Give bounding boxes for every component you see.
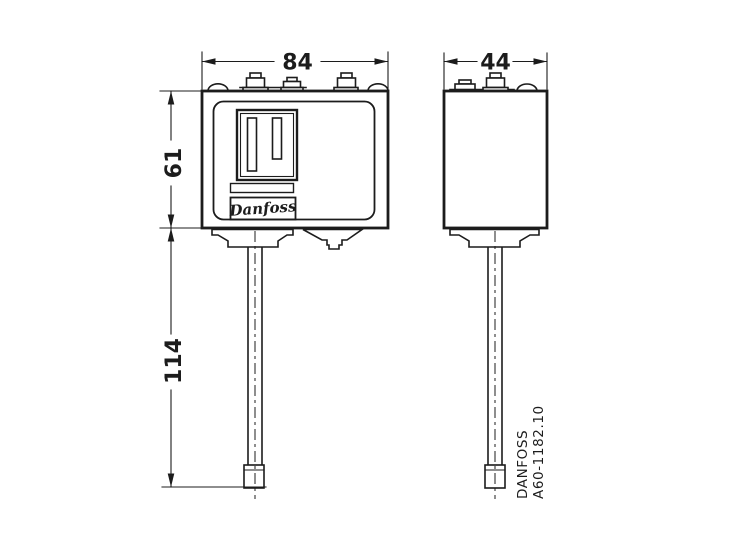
arrowhead-down-icon xyxy=(167,473,175,487)
brand-caption: DANFOSS xyxy=(515,430,531,499)
dimension-width: 84 xyxy=(201,51,389,90)
front-connector-boss xyxy=(302,228,365,250)
code-plate xyxy=(229,182,295,194)
arrowhead-down-icon xyxy=(167,214,175,228)
logo-plate: Danfoss xyxy=(228,196,298,221)
dimension-value-depth: 44 xyxy=(480,51,511,76)
terminal-bolt-left-icon xyxy=(242,72,269,92)
dimension-value-height: 61 xyxy=(162,148,187,179)
arrowhead-right-icon xyxy=(374,58,388,65)
drawing-number: A60-1182.10 xyxy=(531,405,547,499)
dimension-probe-length: 114 xyxy=(161,227,267,488)
front-housing-outline xyxy=(200,89,390,230)
switch-slot-left xyxy=(246,117,258,172)
arrowhead-left-icon xyxy=(202,58,216,65)
switch-window-inner-frame xyxy=(239,112,295,178)
side-bolt-small-icon xyxy=(454,79,476,91)
front-gland-bell xyxy=(211,228,294,248)
side-top-screws xyxy=(449,72,538,92)
side-view xyxy=(442,72,549,499)
dimension-height: 61 xyxy=(159,90,213,229)
drawing-id: DANFOSS A60-1182.10 xyxy=(515,405,547,499)
arrowhead-right-icon xyxy=(533,58,547,65)
switch-window xyxy=(235,108,299,182)
dimension-value-probe-length: 114 xyxy=(162,338,187,384)
danfoss-script-logo: Danfoss xyxy=(228,197,298,220)
front-capillary-tube xyxy=(243,245,265,489)
dimension-value-width: 84 xyxy=(282,51,313,76)
switch-window-outer-frame xyxy=(235,108,299,182)
switch-slot-right xyxy=(271,117,283,160)
dimension-depth: 44 xyxy=(443,51,548,90)
side-bolt-main-icon xyxy=(482,72,509,92)
side-housing-outline xyxy=(442,89,549,230)
sensor-bulb-tip xyxy=(243,464,265,489)
arrowhead-up-icon xyxy=(167,91,175,105)
front-top-screws xyxy=(207,72,389,92)
terminal-bolt-center-icon xyxy=(280,76,304,92)
terminal-bolt-right-icon xyxy=(333,72,359,92)
front-view: Danfoss xyxy=(200,72,390,499)
arrowhead-up-icon xyxy=(167,228,175,242)
arrowhead-left-icon xyxy=(444,58,458,65)
logo-plate-frame xyxy=(229,196,297,221)
